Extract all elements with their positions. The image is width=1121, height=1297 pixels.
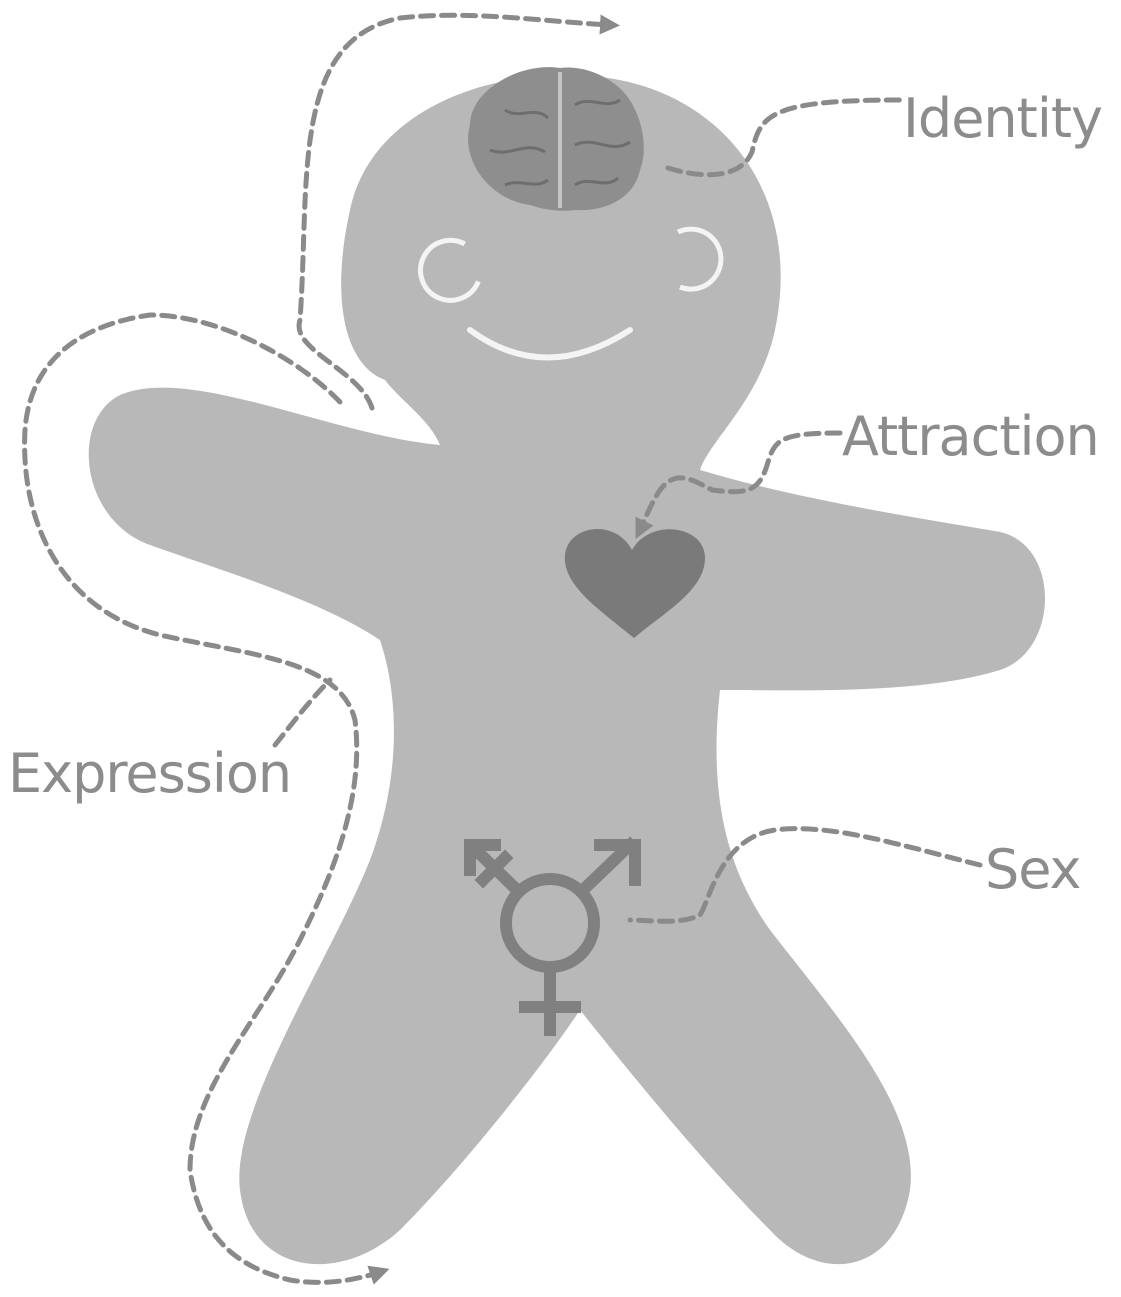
sex-label: Sex [985,838,1081,901]
brain-icon [468,67,644,211]
expression-label: Expression [8,742,291,805]
expression-connector [275,680,330,745]
identity-label: Identity [903,87,1102,150]
gingerbread-person [89,67,1045,1264]
body-silhouette [89,75,1045,1264]
attraction-label: Attraction [842,405,1099,468]
